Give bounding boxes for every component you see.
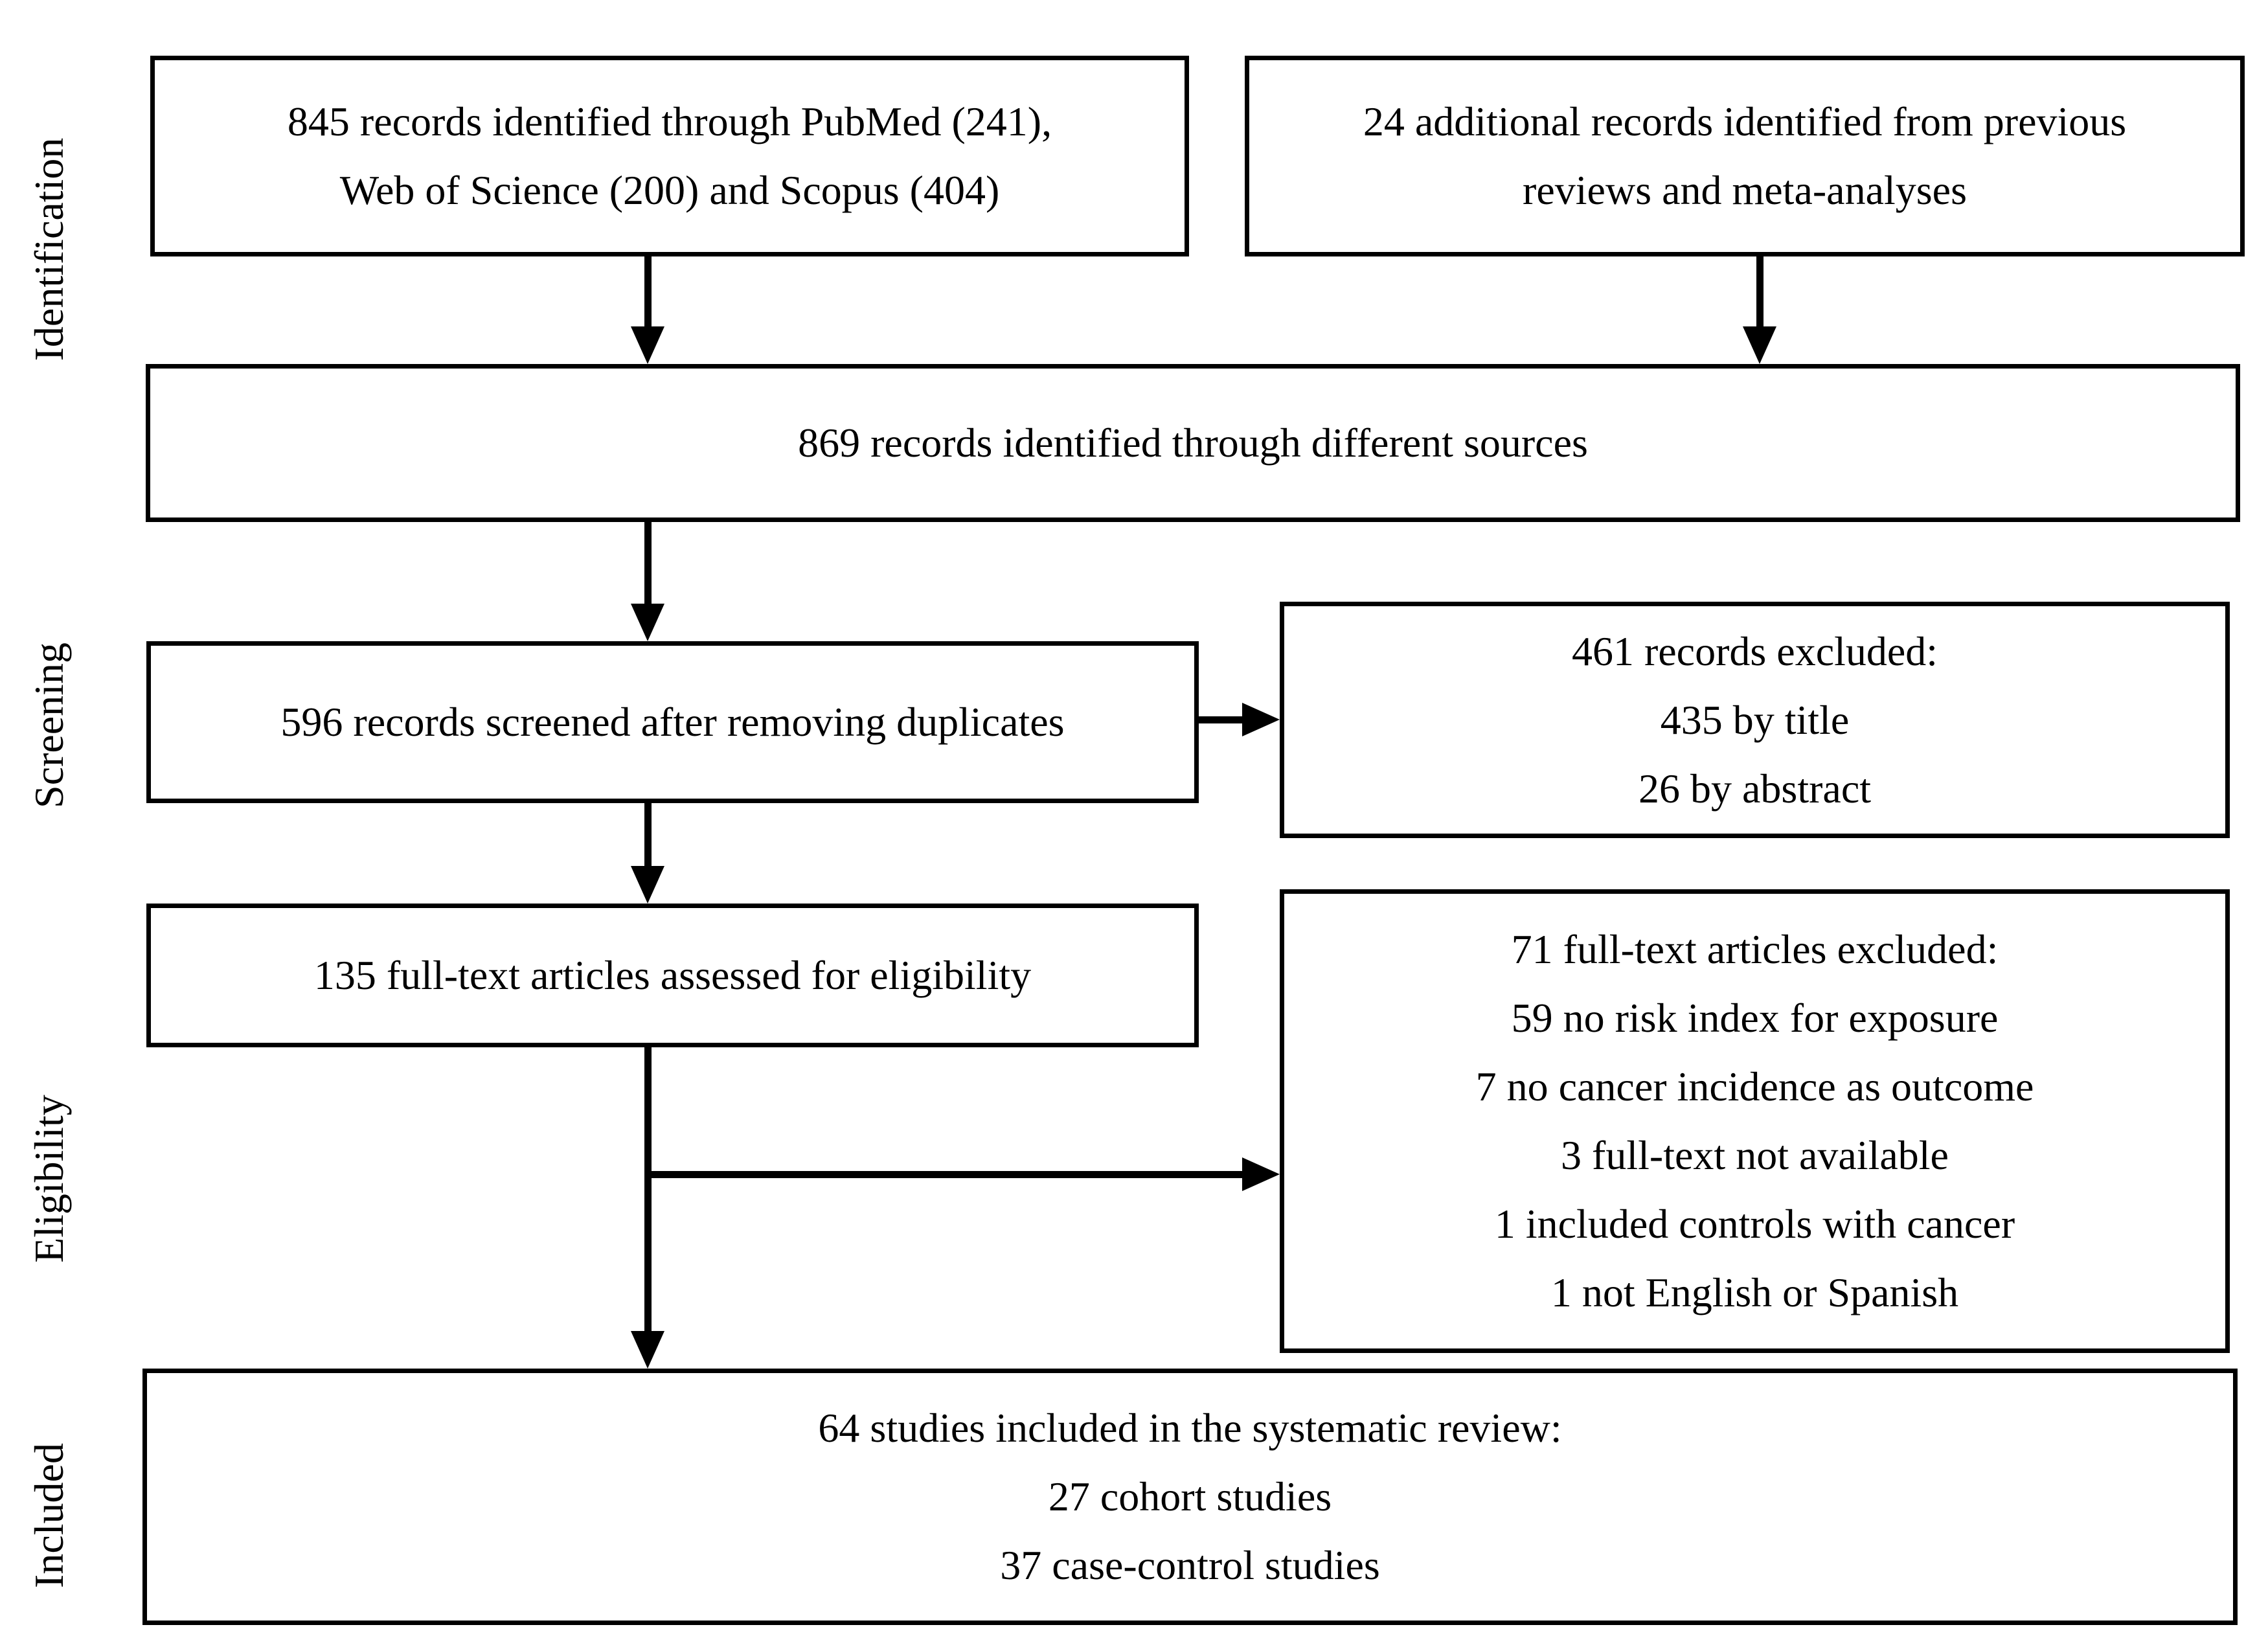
box-records-screened: 596 records screened after removing dupl… — [146, 641, 1199, 803]
box-text-line: 461 records excluded: — [1571, 628, 1938, 674]
box-text-line: 845 records identified through PubMed (2… — [287, 98, 1052, 144]
arrowhead-down-icon — [631, 1331, 664, 1369]
box-text-line: 869 records identified through different… — [798, 420, 1588, 466]
arrowhead-right-icon — [1242, 1157, 1280, 1191]
box-text-line: 71 full-text articles excluded: — [1511, 926, 1999, 972]
box-text-line: 135 full-text articles assessed for elig… — [313, 952, 1032, 998]
box-text-line: 24 additional records identified from pr… — [1363, 98, 2127, 144]
box-fulltext-assessed: 135 full-text articles assessed for elig… — [146, 904, 1199, 1047]
box-text-line: Web of Science (200) and Scopus (404) — [339, 167, 1000, 213]
arrow-line-fulltext-to-excluded — [644, 1171, 1243, 1178]
box-text-line: 1 included controls with cancer — [1494, 1201, 2015, 1247]
box-text-line: 596 records screened after removing dupl… — [280, 699, 1065, 745]
arrow-line-screened-to-fulltext — [644, 803, 652, 867]
box-text-line: 64 studies included in the systematic re… — [818, 1405, 1562, 1451]
box-records-excluded-screening: 461 records excluded: 435 by title 26 by… — [1280, 602, 2230, 838]
arrow-line-additional-to-merged — [1756, 256, 1763, 328]
box-studies-included: 64 studies included in the systematic re… — [142, 1369, 2238, 1625]
box-text-line: 26 by abstract — [1639, 765, 1871, 812]
arrowhead-right-icon — [1242, 703, 1280, 736]
box-text-line: 37 case-control studies — [1000, 1542, 1380, 1588]
box-text-line: 7 no cancer incidence as outcome — [1475, 1063, 2034, 1109]
box-fulltext-excluded: 71 full-text articles excluded: 59 no ri… — [1280, 889, 2230, 1353]
box-text-line: 3 full-text not available — [1561, 1132, 1949, 1178]
stage-label-identification: Identification — [26, 137, 72, 361]
box-records-merged: 869 records identified through different… — [146, 364, 2240, 522]
box-records-identified-additional: 24 additional records identified from pr… — [1245, 56, 2245, 256]
box-text-line: 59 no risk index for exposure — [1511, 995, 1999, 1041]
arrow-line-databases-to-merged — [644, 256, 652, 328]
stage-label-eligibility: Eligibility — [26, 1095, 72, 1263]
arrowhead-down-icon — [631, 326, 664, 364]
arrowhead-down-icon — [1743, 326, 1776, 364]
arrow-line-fulltext-to-included — [644, 1047, 652, 1332]
stage-label-included: Included — [26, 1443, 72, 1588]
box-records-identified-databases: 845 records identified through PubMed (2… — [150, 56, 1189, 256]
arrow-line-screened-to-excluded — [1199, 716, 1244, 723]
stage-label-screening: Screening — [26, 643, 72, 808]
arrow-line-merged-to-screened — [644, 522, 652, 606]
box-text-line: reviews and meta-analyses — [1523, 167, 1967, 213]
box-text-line: 27 cohort studies — [1048, 1473, 1332, 1519]
arrowhead-down-icon — [631, 604, 664, 641]
arrowhead-down-icon — [631, 866, 664, 904]
box-text-line: 1 not English or Spanish — [1550, 1269, 1959, 1315]
box-text-line: 435 by title — [1660, 696, 1850, 743]
